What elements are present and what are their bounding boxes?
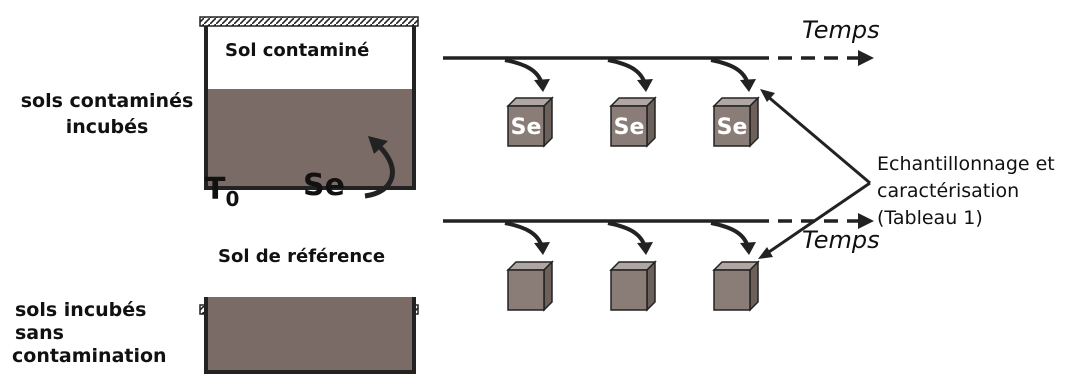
se-addition-label: Se [303, 168, 345, 203]
label-line: sols contaminés [20, 90, 194, 112]
reference-container-upper [204, 297, 416, 314]
soil-layer [206, 297, 412, 371]
box-label-reference: Sol de référence [218, 246, 386, 267]
se-addition-arrow [364, 143, 395, 199]
cubes-contaminated: Se Se Se [506, 96, 760, 148]
lid-hatched [199, 16, 419, 27]
cube-label: Se [511, 115, 542, 140]
time-label-bottom: Temps [802, 226, 880, 254]
reference-cube [712, 260, 760, 312]
container-walls [204, 314, 416, 374]
se-addition-arrowhead [368, 136, 388, 154]
reference-cube [609, 260, 657, 312]
label-line: caractérisation [877, 180, 1020, 202]
t0-main: T [205, 172, 226, 207]
contaminated-soil-container [199, 16, 419, 190]
sampling-link-bottom [765, 181, 871, 256]
label-line: incubés [65, 116, 149, 138]
se-cube: Se [609, 96, 657, 148]
reference-cube [506, 260, 554, 312]
timeline-top-arrowhead [858, 50, 874, 66]
cube-label: Se [614, 115, 645, 140]
label-line: sols incubés [15, 299, 147, 321]
sampling-link-bottom-arrowhead [758, 247, 773, 259]
t0-label: T0 [205, 172, 239, 211]
box-label-contaminated: Sol contaminé [225, 40, 370, 61]
label-line: contamination [12, 345, 167, 367]
time-label-top: Temps [802, 16, 880, 44]
container-walls [204, 26, 416, 190]
soil-layer [206, 89, 412, 186]
label-line: (Tableau 1) [877, 207, 983, 229]
reference-soil-container [199, 297, 419, 374]
sampling-link-top-arrowhead [760, 89, 775, 102]
label-line: sans [15, 322, 64, 344]
cubes-reference [506, 260, 760, 312]
se-cube: Se [506, 96, 554, 148]
t0-subscript: 0 [225, 187, 240, 211]
sampling-arrows-bottom [504, 221, 756, 255]
label-uncontaminated-soils: sols incubés sans contamination [12, 299, 167, 368]
sampling-link-top [765, 93, 871, 185]
timeline-bottom-arrowhead [858, 213, 874, 229]
label-line: Echantillonnage et [877, 153, 1055, 175]
cube-label: Se [717, 115, 748, 140]
se-cube: Se [712, 96, 760, 148]
label-contaminated-soils: sols contaminés incubés [12, 88, 202, 140]
label-sampling: Echantillonnage et caractérisation (Tabl… [877, 151, 1055, 232]
sampling-arrows-top [504, 58, 756, 92]
